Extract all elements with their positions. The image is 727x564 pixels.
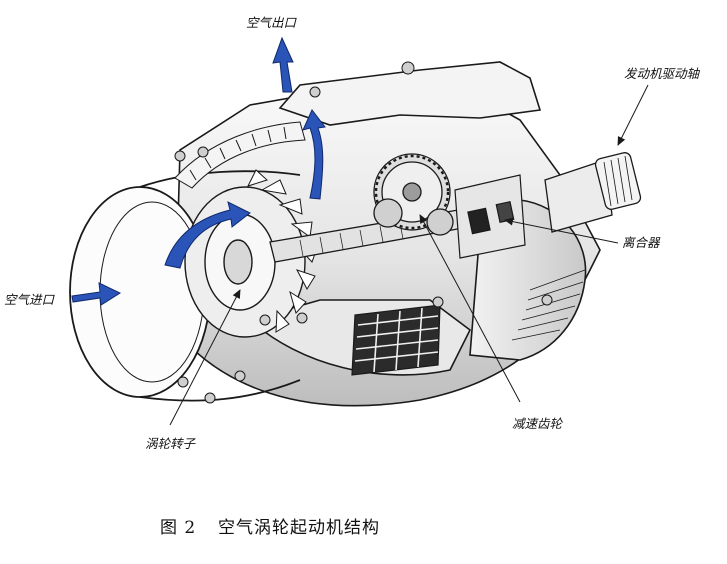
label-turbine-rotor: 涡轮转子 — [145, 436, 197, 451]
label-air-outlet: 空气出口 — [246, 15, 298, 30]
air-inlet-arrow — [71, 282, 122, 306]
leader-clutch — [504, 217, 619, 244]
leader-reduction-gear — [419, 214, 521, 403]
turbine-flow-arrow — [164, 201, 251, 269]
leader-engine-shaft — [617, 84, 649, 146]
leader-turbine-rotor — [169, 289, 241, 426]
nozzle-vanes — [174, 121, 306, 189]
bolts — [174, 61, 553, 404]
leader-lines — [169, 84, 649, 426]
label-reduction-gear: 减速齿轮 — [512, 416, 564, 431]
airflow-arrows — [71, 36, 326, 306]
figure-title: 空气涡轮起动机结构 — [218, 518, 380, 538]
housing-hatching — [511, 269, 586, 341]
air-outlet-arrow — [272, 36, 294, 93]
clutch — [454, 174, 526, 259]
nozzle-flow-arrow — [302, 109, 326, 200]
figure-number: 图 2 — [160, 518, 196, 538]
label-clutch: 离合器 — [622, 235, 661, 250]
label-engine-drive-shaft: 发动机驱动轴 — [624, 66, 701, 81]
engine-drive-shaft — [544, 152, 642, 233]
exhaust-grille — [351, 304, 441, 376]
label-air-inlet: 空气进口 — [4, 292, 56, 307]
